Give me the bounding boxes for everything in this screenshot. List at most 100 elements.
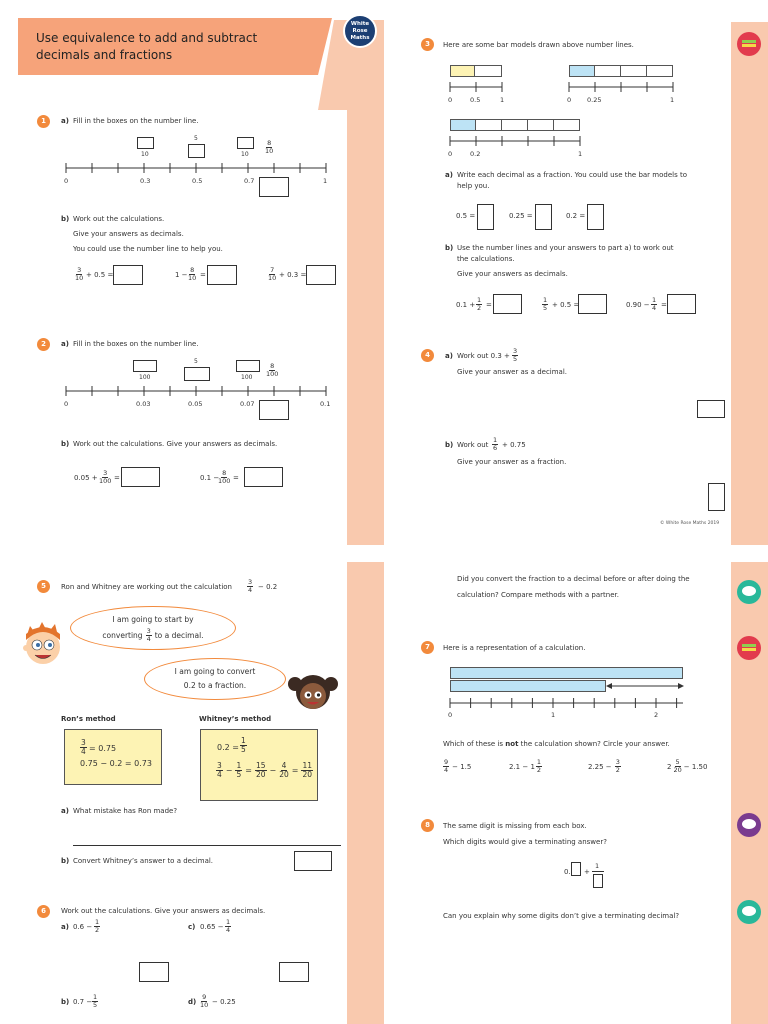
q3-bar2-quarter[interactable] xyxy=(621,65,647,77)
q3-calc1-answer-box[interactable] xyxy=(493,294,522,314)
q6-d-rest: − 0.25 xyxy=(212,998,236,1006)
q7-bar-top xyxy=(450,667,683,679)
q3-line2-tick-0: 0 xyxy=(567,96,572,104)
q6-b-pre: 0.7 − xyxy=(73,998,93,1006)
q1-b-line3: You could use the number line to help yo… xyxy=(73,245,223,253)
q1-b-line2: Give your answers as decimals. xyxy=(73,230,184,238)
q2-label-5: 5 xyxy=(194,358,198,365)
q6-a-answer-box[interactable] xyxy=(139,962,169,982)
q4-a-answer-box[interactable] xyxy=(697,400,725,418)
q3-bar3-fifth[interactable] xyxy=(528,119,554,131)
q4-b-label: b) xyxy=(445,441,454,449)
q3-bar1-half[interactable] xyxy=(475,65,502,77)
q8-digit-box-2[interactable] xyxy=(593,874,603,888)
q1-calc1-answer-box[interactable] xyxy=(113,265,143,285)
q2-tick-0.03: 0.03 xyxy=(136,400,151,408)
question-number-4: 4 xyxy=(421,349,434,362)
q3-bar3-fifth[interactable] xyxy=(554,119,580,131)
discuss-speech-icon xyxy=(737,580,761,604)
q3-a-answer-box-3[interactable] xyxy=(587,204,604,230)
q1-bottom-box[interactable] xyxy=(259,177,289,197)
q3-b-line2: the calculations. xyxy=(457,255,515,263)
q1-top-box-1[interactable] xyxy=(137,137,154,149)
q3-line-3 xyxy=(449,136,581,146)
q1-label-10b: 10 xyxy=(241,151,249,158)
q3-line3-tick-0: 0 xyxy=(448,150,453,158)
q3-calc3-answer-box[interactable] xyxy=(667,294,696,314)
q6-a-label: a) xyxy=(61,923,69,931)
q3-line1-tick-0.5: 0.5 xyxy=(470,96,481,104)
q5-b-answer-box[interactable] xyxy=(294,851,332,871)
q3-bar1-half-shaded[interactable] xyxy=(450,65,475,77)
q2-calc2-answer-box[interactable] xyxy=(244,467,283,487)
q2-calc2-eq: = xyxy=(233,474,239,482)
bar-model-icon xyxy=(737,32,761,56)
q1-calc2-answer-box[interactable] xyxy=(207,265,237,285)
q1-calc3-text: + 0.3 = xyxy=(279,271,307,279)
q6-b-label: b) xyxy=(61,998,70,1006)
reasoning-thought-icon xyxy=(737,813,761,837)
q5-a-answer-line[interactable] xyxy=(73,845,341,846)
q3-a-answer-box-2[interactable] xyxy=(535,204,552,230)
q1-calc2-pre: 1 − xyxy=(175,271,188,279)
q2-top-box-3[interactable] xyxy=(236,360,260,372)
q3-b-line3: Give your answers as decimals. xyxy=(457,270,568,278)
q3-bar2-quarter[interactable] xyxy=(647,65,673,77)
q8-digit-box-1[interactable] xyxy=(571,862,581,876)
q3-line-1 xyxy=(449,82,503,92)
q5-b-label: b) xyxy=(61,857,70,865)
q6-intro: Work out the calculations. Give your ans… xyxy=(61,907,266,915)
q4-b-rest: + 0.75 xyxy=(502,441,526,449)
q3-bar2-quarter[interactable] xyxy=(595,65,621,77)
q2-tick-0.1: 0.1 xyxy=(320,400,331,408)
q1-b-label: b) xyxy=(61,215,70,223)
question-number-3: 3 xyxy=(421,38,434,51)
q1-top-box-3[interactable] xyxy=(237,137,254,149)
q6-a-pre: 0.6 − xyxy=(73,923,93,931)
q8-reflect: Can you explain why some digits don’t gi… xyxy=(443,912,680,920)
q1-calc1-text: + 0.5 = xyxy=(86,271,114,279)
q3-bar2-quarter-shaded[interactable] xyxy=(569,65,595,77)
q3-bar3-fifth-shaded[interactable] xyxy=(450,119,476,131)
q2-bottom-box[interactable] xyxy=(259,400,289,420)
q1-top-box-2[interactable] xyxy=(188,144,205,158)
q3-line1-tick-0: 0 xyxy=(448,96,453,104)
q6-c-answer-box[interactable] xyxy=(279,962,309,982)
q3-a-answer-box-1[interactable] xyxy=(477,204,494,230)
whitney-speech-bubble: I am going to convert 0.2 to a fraction. xyxy=(144,658,286,700)
q3-line3-tick-0.2: 0.2 xyxy=(470,150,481,158)
q3-a-line1: Write each decimal as a fraction. You co… xyxy=(457,171,687,179)
q1-calc3-answer-box[interactable] xyxy=(306,265,336,285)
q2-top-box-1[interactable] xyxy=(133,360,157,372)
q4-b-answer-box[interactable] xyxy=(708,483,725,511)
worksheet-page-4: Did you convert the fraction to a decima… xyxy=(384,562,768,1024)
q2-calc1-answer-box[interactable] xyxy=(121,467,160,487)
q8-expr-op: + xyxy=(584,868,590,876)
q3-intro: Here are some bar models drawn above num… xyxy=(443,41,634,49)
q3-b-label: b) xyxy=(445,244,454,252)
q7-tick-1: 1 xyxy=(551,711,556,719)
q3-bar3-fifth[interactable] xyxy=(476,119,502,131)
discuss-speech-icon xyxy=(737,900,761,924)
q3-calc2-answer-box[interactable] xyxy=(578,294,607,314)
q5-intro-rest: − 0.2 xyxy=(258,583,278,591)
q3-bar3-fifth[interactable] xyxy=(502,119,528,131)
q7-tick-0: 0 xyxy=(448,711,453,719)
worksheet-page-2: 3 Here are some bar models drawn above n… xyxy=(384,0,768,545)
ron-method-box xyxy=(64,729,162,785)
q3-a-decimal-3: 0.2 = xyxy=(566,212,586,220)
q2-a-label: a) xyxy=(61,340,69,348)
q2-top-box-2[interactable] xyxy=(184,367,210,381)
q2-b-label: b) xyxy=(61,440,70,448)
